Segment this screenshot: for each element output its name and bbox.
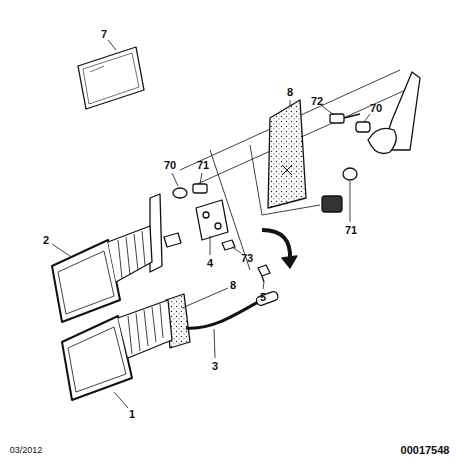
door-frame xyxy=(180,70,410,270)
screw xyxy=(330,114,370,180)
mirror-base xyxy=(322,196,342,212)
callout-number: 73 xyxy=(240,252,254,265)
callout-number: 00017548 xyxy=(400,444,451,457)
screw xyxy=(344,114,360,118)
trim-plate xyxy=(282,165,292,175)
leader-line xyxy=(114,392,128,408)
rotation-arrow xyxy=(282,256,297,268)
rotation-arrow xyxy=(262,230,297,268)
callout-number: 70 xyxy=(369,102,383,115)
callout-number: 7 xyxy=(100,28,108,41)
mounting-bracket xyxy=(164,184,270,282)
adjuster-cable xyxy=(186,302,258,328)
leader-line xyxy=(290,100,291,106)
rotation-arrow xyxy=(262,230,290,260)
leader-line xyxy=(52,244,70,256)
reference-code: 03/2012 xyxy=(9,445,44,456)
mounting-bracket xyxy=(196,200,228,240)
mirror-assembly xyxy=(118,231,145,278)
callout-number: 8 xyxy=(286,86,294,99)
mirror-glass xyxy=(78,47,144,109)
adjuster-cable xyxy=(186,290,279,328)
leader-line xyxy=(322,106,334,115)
callout-number: 2 xyxy=(42,234,50,247)
mirror-glass xyxy=(83,53,139,104)
mirror-assembly xyxy=(52,194,162,322)
mirror-assembly xyxy=(128,304,163,354)
callout-number: 5 xyxy=(259,291,267,304)
mounting-bracket xyxy=(222,240,235,250)
leader-line xyxy=(200,173,202,184)
leader-line xyxy=(52,40,370,408)
mounting-bracket xyxy=(173,188,187,198)
mounting-bracket xyxy=(258,265,270,282)
leader-line xyxy=(232,247,241,253)
mirror-base xyxy=(322,72,420,212)
mounting-bracket xyxy=(203,212,209,218)
mirror-assembly xyxy=(62,294,190,400)
mirror-assembly xyxy=(118,300,172,358)
callout-number: 71 xyxy=(344,224,358,237)
callout-number: 71 xyxy=(196,159,210,172)
mirror-glass xyxy=(90,66,104,72)
mirror-assembly xyxy=(52,240,120,322)
callout-number: 3 xyxy=(211,360,219,373)
trim-plate xyxy=(268,100,306,208)
callout-number: 8 xyxy=(229,279,237,292)
leader-line xyxy=(263,282,264,289)
leader-line xyxy=(214,329,215,358)
mirror-assembly xyxy=(58,251,114,314)
mounting-bracket xyxy=(193,184,207,193)
callout-number: 70 xyxy=(163,159,177,172)
mirror-glass xyxy=(78,47,144,109)
mirror-assembly xyxy=(68,327,126,392)
screw xyxy=(330,114,344,123)
mounting-bracket xyxy=(164,233,181,247)
leader-line xyxy=(350,181,351,222)
mirror-assembly xyxy=(108,226,152,282)
callout-number: 1 xyxy=(128,408,136,421)
leader-line xyxy=(172,173,178,186)
mounting-bracket xyxy=(215,223,221,229)
trim-plate xyxy=(268,100,306,208)
callout-number: 72 xyxy=(310,95,324,108)
screw xyxy=(356,122,370,132)
leader-line xyxy=(182,288,228,308)
leader-line xyxy=(210,236,211,255)
adjuster-cable xyxy=(255,290,279,306)
door-frame xyxy=(250,145,262,215)
exploded-view xyxy=(52,40,420,408)
leader-line xyxy=(108,40,116,50)
callout-number: 4 xyxy=(206,257,214,270)
mirror-base xyxy=(368,128,396,153)
screw xyxy=(343,168,357,180)
leader-line xyxy=(364,114,370,122)
